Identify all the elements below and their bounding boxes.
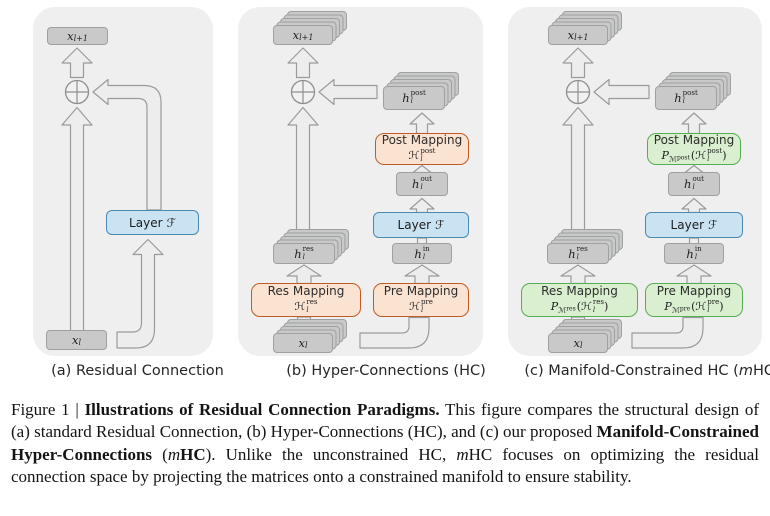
pre-mapping-title: Pre Mapping: [656, 284, 732, 299]
projection-operator: P: [661, 149, 669, 163]
caption-segment: ). Unlike the unconstrained HC,: [205, 444, 457, 464]
x-next-label: x: [67, 29, 74, 43]
layer-label: Layer: [670, 218, 705, 232]
resmap-to-hres-arrow: [286, 264, 322, 285]
script-f-symbol: ℱ: [708, 218, 718, 232]
caption-segment: This figure compares the structural desi…: [11, 400, 760, 442]
residual-up-arrow: [61, 106, 93, 338]
res-mapping-title: Res Mapping: [267, 284, 345, 299]
caption-segment-bold: Illustrations of Residual Connection Par…: [84, 400, 440, 419]
plus-circle-icon: [565, 79, 591, 105]
caption-segment-bold: Manifold-Constrained Hyper-Connections: [11, 422, 759, 464]
residual-up-arrow: [287, 106, 319, 241]
layer-to-sum-curved-arrow: [92, 78, 162, 211]
hpost-to-sum-left-arrow: [318, 78, 378, 106]
postmap-to-hpost-arrow: [409, 112, 435, 135]
premap-to-hin-arrow: [404, 264, 440, 285]
panel-c-caption: (c) Manifold-Constrained HC (mHC): [524, 363, 770, 379]
xin-to-premap-curve: [631, 316, 704, 349]
panel-a-arrows: [61, 47, 164, 349]
figure-caption: Figure 1 | Illustrations of Residual Con…: [11, 399, 759, 489]
up-arrow-to-output: [61, 47, 93, 79]
layer-to-hout-arrow: [681, 197, 707, 214]
x-input-label: x: [71, 333, 79, 347]
panel-b-caption: (b) Hyper-Connections (HC): [286, 363, 486, 379]
layer-label: Layer: [129, 215, 163, 230]
xin-to-premap-curve: [359, 316, 430, 349]
script-f-symbol: ℱ: [435, 218, 445, 232]
caption-segment-italic: m: [456, 444, 469, 464]
projection-operator: P: [550, 300, 559, 314]
plus-circle-icon: [64, 79, 90, 105]
hpost-to-sum-left-arrow: [593, 78, 650, 106]
caption-segment: Figure 1 |: [11, 400, 85, 419]
panel-a-caption: (a) Residual Connection: [51, 363, 224, 379]
res-mapping-title: Res Mapping: [541, 284, 618, 299]
script-f-symbol: ℱ: [166, 215, 176, 230]
pre-mapping-title: Pre Mapping: [383, 284, 459, 299]
plus-circle-icon: [290, 79, 316, 105]
layer-to-hout-arrow: [409, 197, 435, 214]
post-mapping-title: Post Mapping: [653, 133, 735, 148]
premap-to-hin-arrow: [676, 264, 712, 285]
post-mapping-title: Post Mapping: [381, 133, 463, 148]
caption-segment-italic: m: [167, 444, 181, 464]
input-to-layer-elbow-arrow: [116, 238, 164, 349]
caption-segment: HC focuses on optimizing the residual co…: [11, 444, 759, 487]
layer-label: Layer: [397, 218, 432, 232]
caption-segment-bold: HC: [180, 444, 206, 464]
resmap-to-hres-arrow: [560, 264, 596, 285]
residual-up-arrow: [562, 106, 594, 241]
up-arrow-to-output: [562, 47, 594, 79]
up-arrow-to-output: [287, 47, 319, 79]
postmap-to-hpost-arrow: [681, 112, 707, 135]
caption-segment: (: [152, 444, 168, 464]
projection-operator: P: [664, 300, 672, 314]
